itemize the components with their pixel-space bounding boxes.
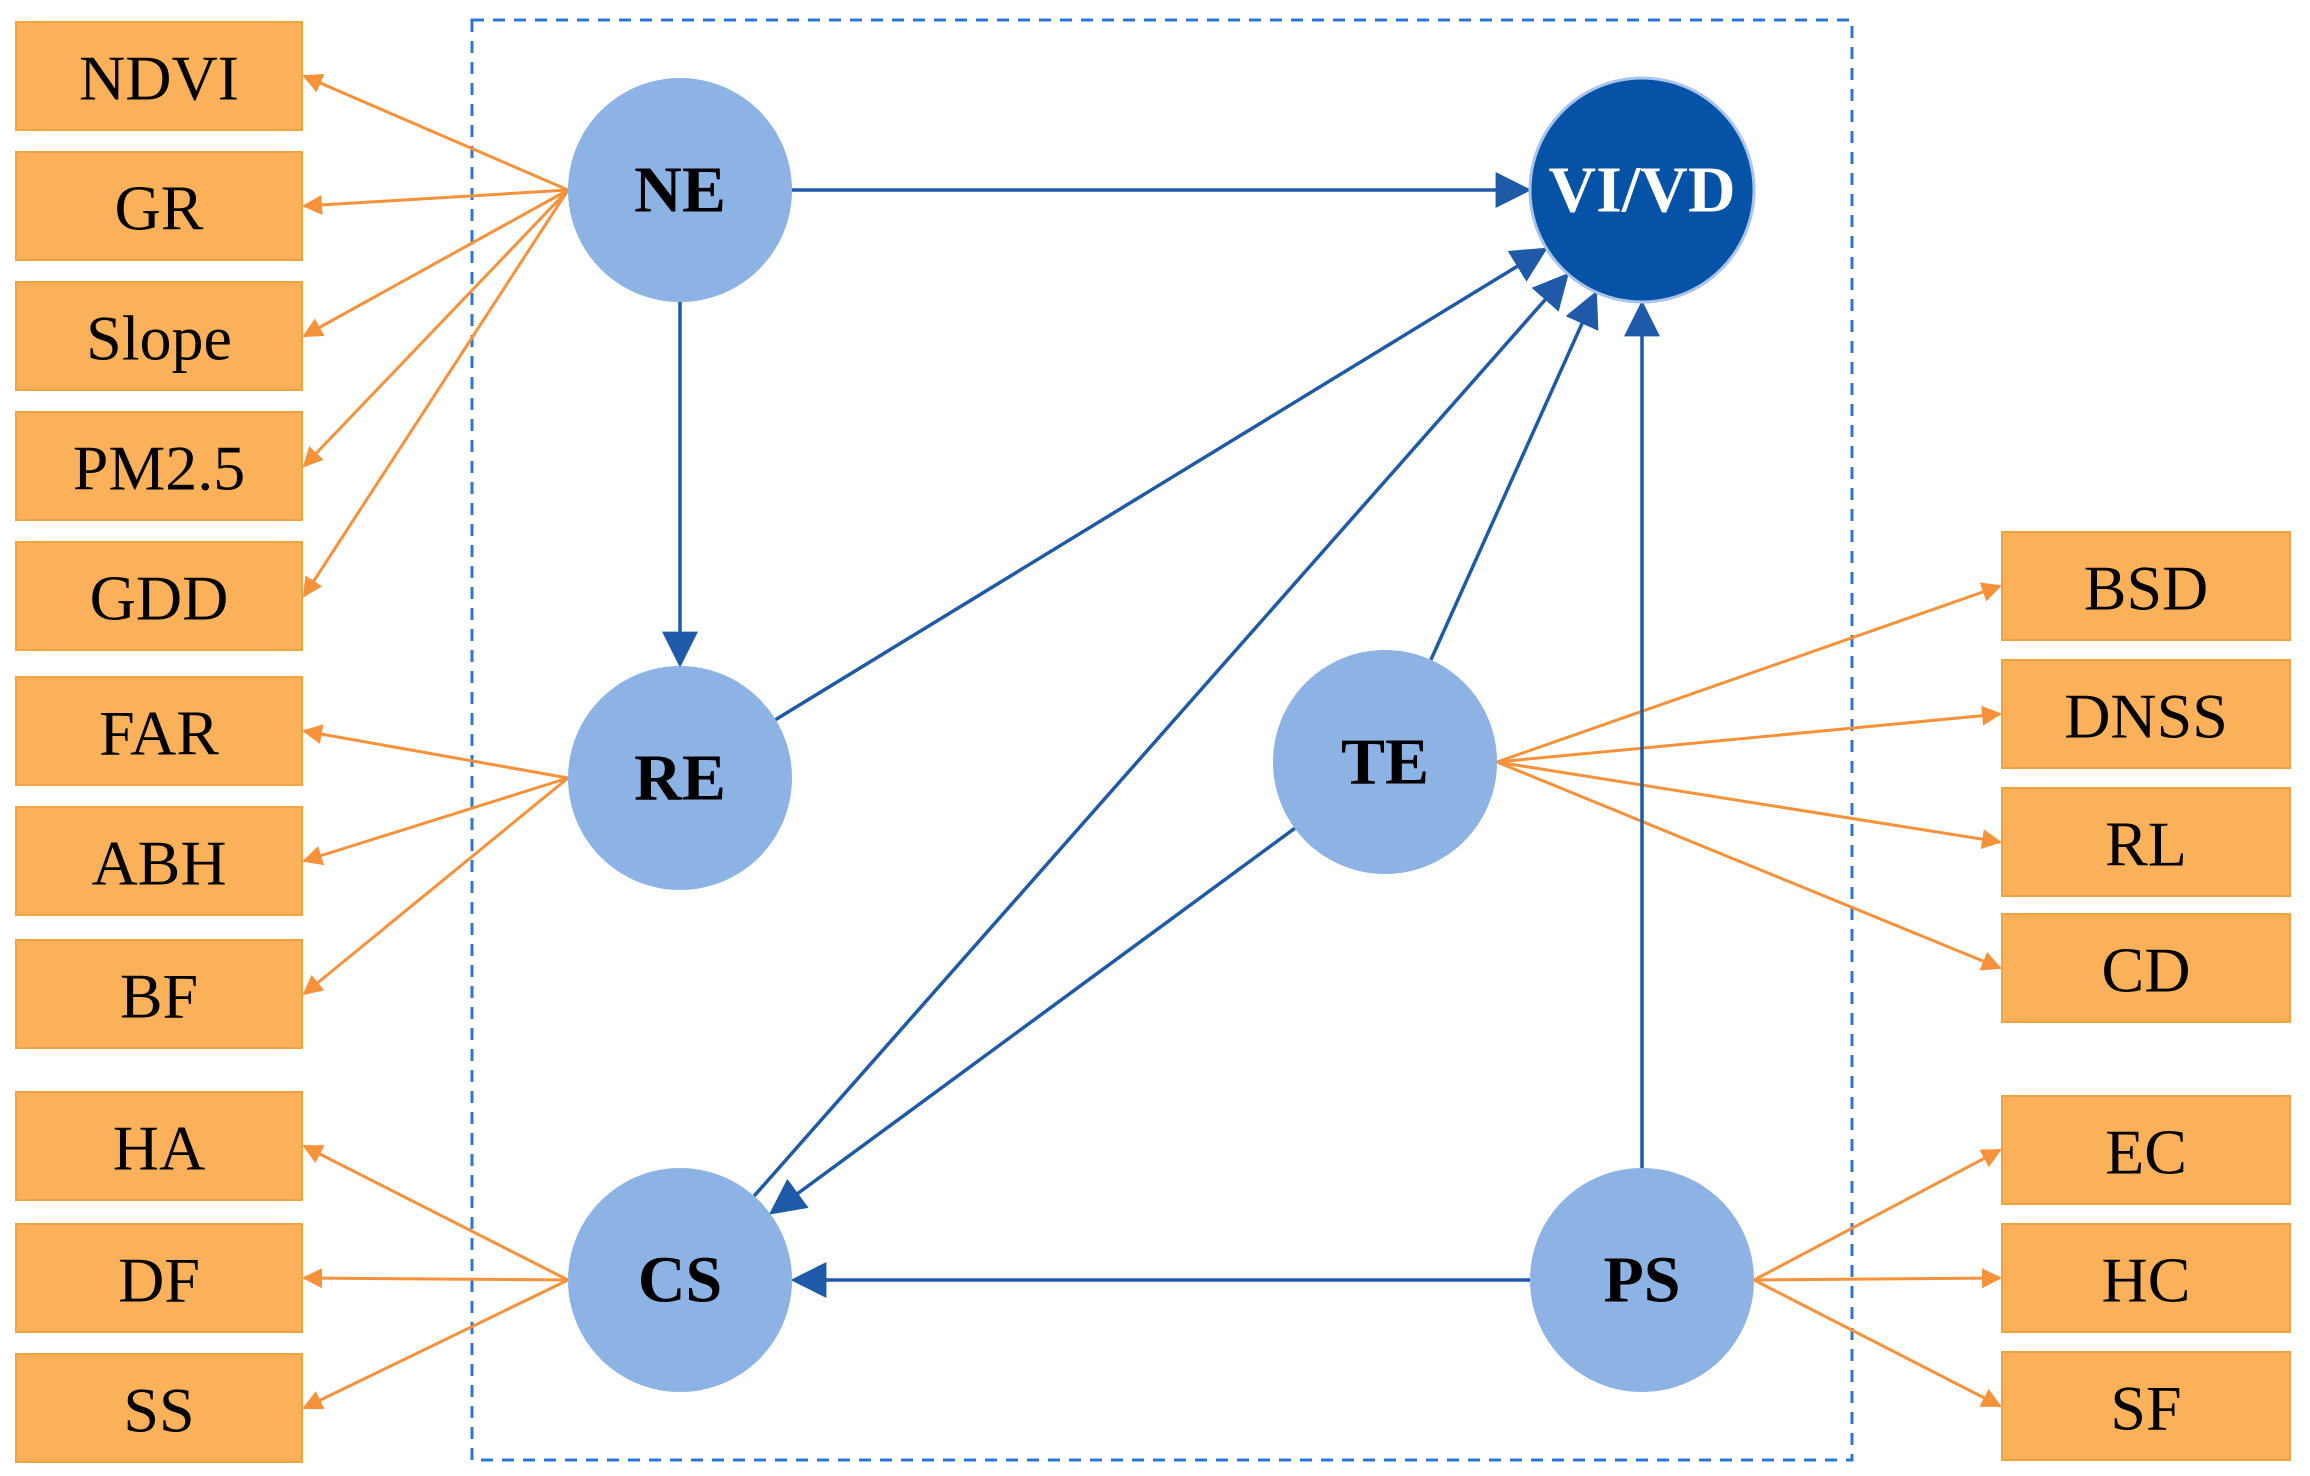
indicator-arrow-pm25 xyxy=(302,188,570,468)
indicator-arrow-gr xyxy=(302,188,569,215)
indicator-arrow-sf xyxy=(1753,1278,2002,1408)
indicator-box-dnss: DNSS xyxy=(2001,659,2291,769)
indicator-label-ha: HA xyxy=(113,1113,205,1184)
indicator-arrow-cd xyxy=(1496,760,2002,971)
indicator-arrow-slope xyxy=(302,188,569,338)
indicator-label-pm25: PM2.5 xyxy=(73,433,246,504)
node-label-re: RE xyxy=(634,742,726,815)
indicator-box-hc: HC xyxy=(2001,1223,2291,1333)
indicator-label-abh: ABH xyxy=(91,828,226,899)
indicator-label-rl: RL xyxy=(2105,809,2187,880)
indicator-arrow-bsd xyxy=(1496,582,2002,764)
indicator-box-cd: CD xyxy=(2001,913,2291,1023)
indicator-label-hc: HC xyxy=(2102,1245,2191,1316)
node-te: TE xyxy=(1273,650,1497,874)
node-ps: PS xyxy=(1530,1168,1754,1392)
node-ne: NE xyxy=(568,78,792,302)
indicator-box-pm25: PM2.5 xyxy=(15,411,303,521)
indicator-arrow-far xyxy=(302,724,569,780)
indicator-arrow-abh xyxy=(302,776,569,866)
indicator-links xyxy=(302,73,2002,1410)
indicator-arrow-bf xyxy=(302,776,569,996)
indicator-box-bf: BF xyxy=(15,939,303,1049)
indicator-label-slope: Slope xyxy=(86,303,232,374)
indicator-label-gdd: GDD xyxy=(90,563,229,634)
indicator-box-gr: GR xyxy=(15,151,303,261)
indicator-label-far: FAR xyxy=(99,698,219,769)
indicator-label-cd: CD xyxy=(2102,935,2191,1006)
indicator-box-bsd: BSD xyxy=(2001,531,2291,641)
indicator-box-df: DF xyxy=(15,1223,303,1333)
indicator-arrow-ec xyxy=(1753,1148,2002,1282)
node-label-ps: PS xyxy=(1603,1244,1680,1317)
indicator-box-ec: EC xyxy=(2001,1095,2291,1205)
indicator-box-ss: SS xyxy=(15,1353,303,1463)
indicator-box-gdd: GDD xyxy=(15,541,303,651)
indicator-box-rl: RL xyxy=(2001,787,2291,897)
indicator-box-ha: HA xyxy=(15,1091,303,1201)
causal-arrow-te-to-vivd xyxy=(1429,290,1599,661)
indicator-label-bsd: BSD xyxy=(2084,553,2209,624)
indicator-box-ndvi: NDVI xyxy=(15,21,303,131)
model-boundary-frame xyxy=(470,18,1854,1462)
indicator-label-bf: BF xyxy=(120,961,198,1032)
indicator-label-dnss: DNSS xyxy=(2064,681,2228,752)
causal-arrow-te-to-cs xyxy=(768,826,1296,1215)
indicator-arrow-hc xyxy=(1753,1268,2002,1289)
indicator-box-slope: Slope xyxy=(15,281,303,391)
indicator-arrow-ndvi xyxy=(302,73,569,192)
indicator-label-sf: SF xyxy=(2110,1373,2181,1444)
indicator-arrow-ha xyxy=(302,1144,569,1282)
node-label-cs: CS xyxy=(638,1244,722,1317)
node-label-vi-vd: VI/VD xyxy=(1548,154,1735,227)
node-vi-vd: VI/VD xyxy=(1528,76,1756,304)
node-cs: CS xyxy=(568,1168,792,1392)
node-label-ne: NE xyxy=(634,154,726,227)
indicator-box-far: FAR xyxy=(15,676,303,786)
node-re: RE xyxy=(568,666,792,890)
indicator-label-df: DF xyxy=(118,1245,200,1316)
causal-arrow-cs-to-vivd xyxy=(752,272,1569,1198)
indicator-label-ndvi: NDVI xyxy=(79,43,239,114)
indicator-arrow-gdd xyxy=(302,189,570,598)
indicator-arrow-ss xyxy=(302,1278,569,1410)
causal-arrow-re-to-vivd xyxy=(774,247,1548,722)
node-label-te: TE xyxy=(1341,726,1429,799)
indicator-arrow-rl xyxy=(1496,760,2002,850)
indicator-label-ec: EC xyxy=(2105,1117,2187,1188)
indicator-label-gr: GR xyxy=(115,173,204,244)
indicator-arrow-dnss xyxy=(1496,705,2002,764)
indicator-box-sf: SF xyxy=(2001,1351,2291,1461)
indicator-label-ss: SS xyxy=(123,1375,194,1446)
causal-links xyxy=(662,172,1660,1298)
indicator-box-abh: ABH xyxy=(15,806,303,916)
indicator-arrow-df xyxy=(302,1268,569,1289)
